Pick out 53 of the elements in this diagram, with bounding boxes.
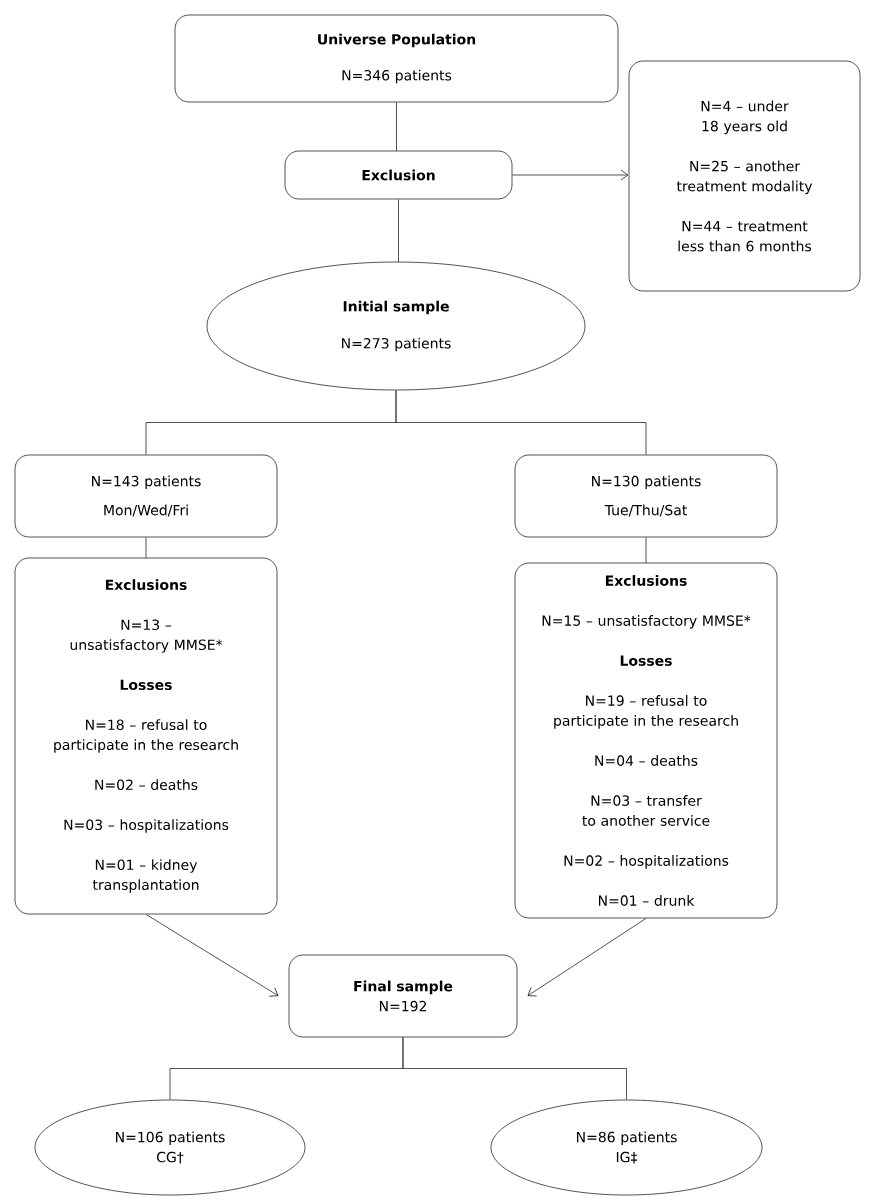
exclusion-list-box [14, 557, 278, 915]
sample-ellipse [34, 1099, 306, 1196]
connector-line [145, 537, 147, 559]
connector-line [398, 199, 399, 263]
node-label: N=143 patients [92, 475, 201, 490]
node-label: Final sample [354, 980, 453, 995]
node-label: N=25 – another treatment modality [676, 160, 813, 195]
group-box [514, 454, 778, 538]
node-label: Losses [620, 655, 672, 666]
connector-line [396, 102, 397, 152]
arrow [145, 914, 279, 997]
sample-ellipse [490, 1099, 763, 1196]
node-label: CG† [156, 1151, 184, 1164]
node-label: N=02 – deaths [95, 779, 198, 791]
node-label: N=03 – transfer to another service [582, 795, 710, 826]
sample-ellipse [206, 261, 586, 391]
process-box [288, 954, 518, 1038]
node-label: N=03 – hospitalizations [64, 819, 229, 833]
node-label: N=86 patients [576, 1131, 677, 1146]
node-label: Initial sample [343, 300, 449, 315]
connector-line [395, 390, 647, 455]
node-label: N=01 – drunk [598, 895, 695, 906]
exclusion-list-box [514, 562, 778, 919]
node-label: N=273 patients [342, 337, 451, 352]
node-label: N=01 – kidney transplantation [92, 859, 199, 893]
node-label: N=13 – unsatisfactory MMSE* [70, 619, 223, 653]
node-label: N=106 patients [116, 1131, 225, 1146]
node-label: N=130 patients [592, 475, 701, 490]
node-label: N=346 patients [342, 69, 452, 84]
node-label: Exclusions [105, 579, 187, 591]
arrow [512, 169, 629, 181]
node-label: Losses [120, 679, 172, 691]
node-label: N=19 – refusal to participate in the research [554, 695, 738, 729]
node-label: IG‡ [616, 1151, 638, 1164]
node-label: N=44 – treatment less than 6 months [678, 221, 812, 252]
node-label: N=192 [379, 1000, 427, 1012]
process-box [284, 150, 513, 200]
node-label: Exclusions [605, 575, 687, 586]
node-label: Exclusion [362, 169, 435, 181]
node-label: N=18 – refusal to participate in the research [54, 719, 238, 753]
connector-line [645, 537, 647, 564]
group-box [14, 454, 278, 538]
node-label: N=15 – unsatisfactory MMSE* [542, 615, 751, 629]
node-label: Universe Population [318, 33, 476, 48]
exclusion-list-box [628, 60, 861, 292]
node-label: Mon/Wed/Fri [104, 504, 188, 517]
connector-line [402, 1037, 627, 1100]
process-box [174, 14, 619, 103]
arrow [527, 918, 647, 997]
node-label: N=4 – under 18 years old [701, 100, 789, 135]
node-label: N=04 – deaths [595, 755, 698, 766]
node-label: Tue/Thu/Sat [604, 504, 688, 517]
node-label: N=02 – hospitalizations [564, 855, 729, 869]
